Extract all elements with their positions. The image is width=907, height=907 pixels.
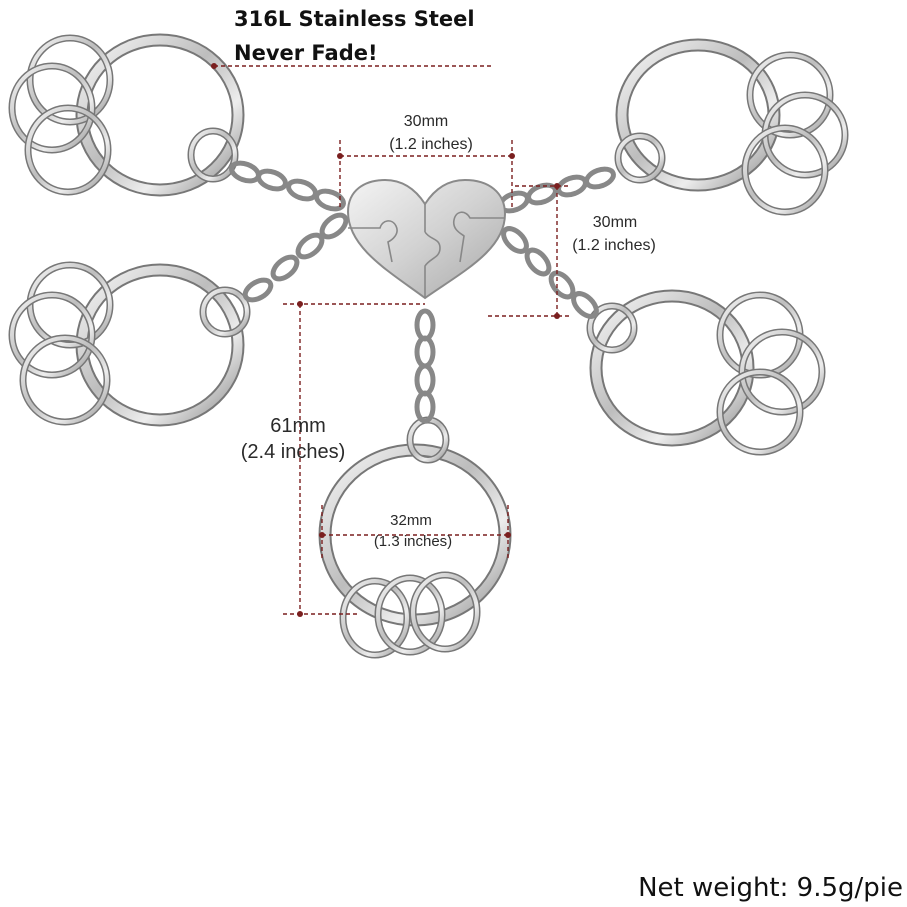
- length-in-label: (2.4 inches): [241, 441, 346, 463]
- length-mm-label: 61mm: [270, 415, 326, 437]
- dimension-lines: [214, 65, 570, 615]
- keyring-middle-right: [586, 289, 826, 456]
- chains: [229, 160, 616, 424]
- side-height-in-label: (1.2 inches): [572, 237, 656, 254]
- net-weight-label: Net weight: 9.5g/pie: [638, 873, 903, 903]
- top-width-in-label: (1.2 inches): [389, 136, 473, 153]
- dimension-endpoints: [211, 63, 560, 617]
- side-height-mm-label: 30mm: [593, 214, 637, 231]
- material-headline: 316L Stainless Steel Never Fade!: [234, 2, 475, 70]
- heart-puzzle-pendant: [346, 178, 507, 300]
- keyring-middle-left: [8, 261, 251, 427]
- top-width-mm-label: 30mm: [404, 113, 448, 130]
- headline-line-2: Never Fade!: [234, 41, 378, 65]
- ring-in-label: (1.3 inches): [374, 533, 452, 550]
- keyring-top-left: [8, 33, 245, 197]
- ring-mm-label: 32mm: [390, 512, 432, 529]
- headline-line-1: 316L Stainless Steel: [234, 7, 475, 31]
- keyring-top-right: [614, 38, 849, 216]
